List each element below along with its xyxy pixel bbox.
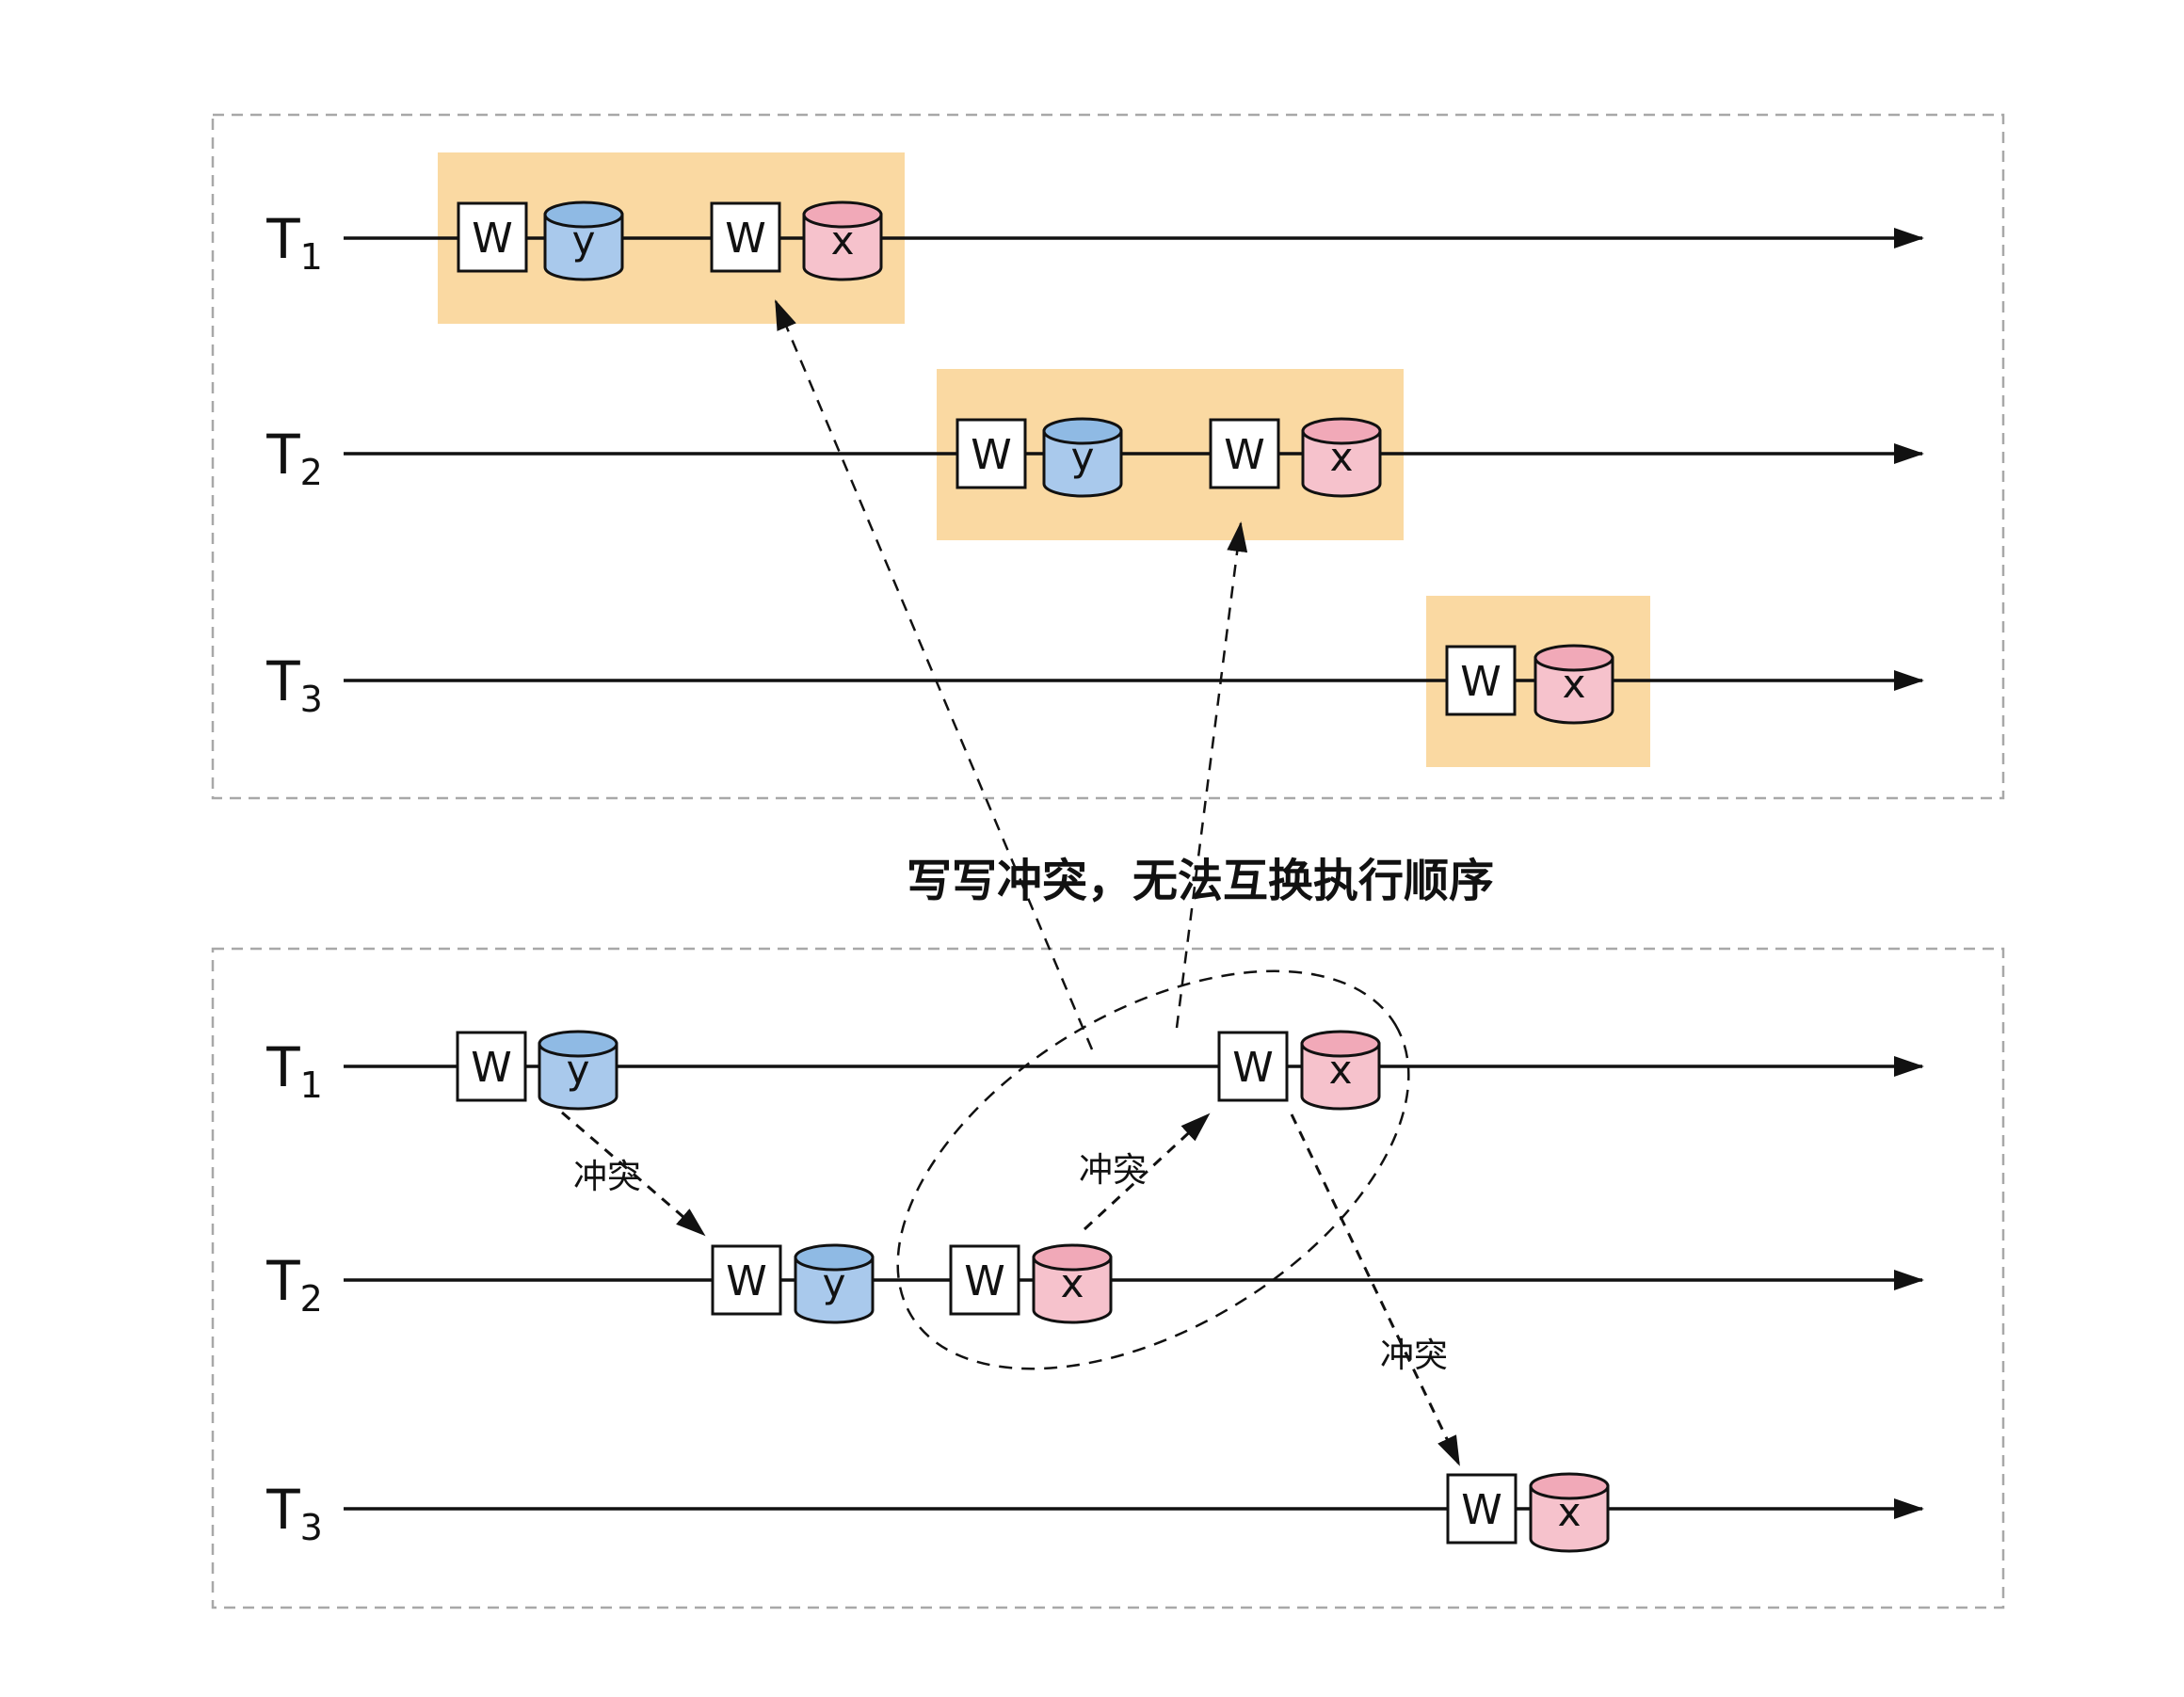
conflict-label-2: 冲突 — [1079, 1151, 1147, 1190]
bottom-t1-write-x-label: W — [1232, 1044, 1274, 1092]
top-t2-write-y-box: W — [956, 418, 1027, 489]
bottom-t2-data-y-cylinder: y — [794, 1243, 875, 1324]
cylinder-body — [543, 213, 624, 281]
top-t1-write-y-box: W — [457, 201, 528, 273]
bottom-t1-write-y-label: W — [471, 1044, 512, 1092]
top-t2-write-x-box: W — [1209, 418, 1280, 489]
bottom-t1-timeline-label: T1 — [265, 1035, 323, 1106]
bottom-t2-timeline-label: T2 — [265, 1249, 323, 1320]
bottom-t2-data-x-cylinder: x — [1032, 1243, 1113, 1324]
top-t1-write-x-label: W — [725, 215, 766, 263]
bottom-t2-write-y-label: W — [726, 1257, 767, 1305]
conflict-label-3: 冲突 — [1380, 1337, 1448, 1375]
conflict-group-ellipse — [896, 969, 1410, 1370]
conflict-arrow-t1y-to-t2y — [561, 1111, 706, 1237]
top-t1-timeline-label: T1 — [265, 207, 323, 278]
conflict-arrow-t2x-to-t1x — [1083, 1113, 1211, 1231]
bottom-t3-write-x-box: W — [1446, 1473, 1518, 1545]
cylinder-top — [1301, 417, 1382, 445]
top-t2-write-x-label: W — [1224, 431, 1265, 479]
cylinder-top — [1032, 1243, 1113, 1272]
bottom-t1-write-y-box: W — [456, 1031, 527, 1102]
bottom-t1-data-y-label: y — [567, 1047, 590, 1093]
cylinder-top — [1529, 1472, 1610, 1500]
cylinder-top — [543, 200, 624, 229]
top-t3-write-x-label: W — [1460, 658, 1502, 706]
top-t2-data-x-cylinder: x — [1301, 417, 1382, 498]
bottom-t1-data-x-cylinder: x — [1300, 1030, 1381, 1111]
cylinder-body — [1300, 1042, 1381, 1111]
top-t3-data-x-cylinder: x — [1534, 644, 1614, 725]
cylinder-top — [1300, 1030, 1381, 1058]
bottom-t2-data-y-label: y — [823, 1260, 846, 1306]
cylinder-body — [802, 213, 883, 281]
bottom-t2-write-x-label: W — [964, 1257, 1005, 1305]
cylinder-body — [1301, 429, 1382, 498]
conflict-label-1: 冲突 — [573, 1158, 641, 1196]
bottom-t1-data-y-cylinder: y — [538, 1030, 618, 1111]
top-t3-data-x-label: x — [1563, 661, 1586, 707]
bottom-t3-data-x-cylinder: x — [1529, 1472, 1610, 1553]
cylinder-top — [1042, 417, 1123, 445]
top-t3-write-x-box: W — [1445, 645, 1517, 716]
cylinder-body — [1032, 1256, 1113, 1324]
bottom-t1-write-x-box: W — [1217, 1031, 1289, 1102]
cylinder-body — [1042, 429, 1123, 498]
top-t1-data-y-cylinder: y — [543, 200, 624, 281]
top-t2-data-y-label: y — [1071, 434, 1095, 480]
bottom-t2-data-x-label: x — [1061, 1260, 1084, 1306]
cylinder-top — [538, 1030, 618, 1058]
top-t2-data-x-label: x — [1330, 434, 1354, 480]
cylinder-top — [802, 200, 883, 229]
top-t1-data-x-label: x — [831, 217, 855, 264]
bottom-t2-write-x-box: W — [949, 1244, 1020, 1316]
top-t2-timeline-label: T2 — [265, 423, 323, 493]
top-t1-write-x-box: W — [710, 201, 781, 273]
cylinder-body — [794, 1256, 875, 1324]
cylinder-top — [794, 1243, 875, 1272]
cylinder-body — [538, 1042, 618, 1111]
bottom-t1-data-x-label: x — [1329, 1047, 1353, 1093]
cylinder-top — [1534, 644, 1614, 672]
top-t2-data-y-cylinder: y — [1042, 417, 1123, 498]
top-t1-write-y-label: W — [472, 215, 513, 263]
bottom-t3-timeline-label: T3 — [265, 1478, 323, 1548]
bottom-t3-data-x-label: x — [1558, 1489, 1582, 1535]
caption-text: 写写冲突，无法互换执行顺序 — [907, 855, 1494, 907]
top-t1-data-x-cylinder: x — [802, 200, 883, 281]
conflict-arrow-t1x-to-t3x — [1290, 1113, 1461, 1466]
bottom-panel-border — [211, 947, 2005, 1609]
cylinder-body — [1529, 1484, 1610, 1553]
reference-arrow-to-top-t2-write-x — [1175, 521, 1248, 1029]
bottom-t2-write-y-box: W — [711, 1244, 782, 1316]
top-t2-write-y-label: W — [971, 431, 1012, 479]
reference-arrow-to-top-t1-write-x — [774, 299, 1094, 1050]
top-t1-data-y-label: y — [572, 217, 596, 264]
cylinder-body — [1534, 656, 1614, 725]
top-panel-border — [211, 113, 2005, 800]
top-t3-timeline-label: T3 — [265, 649, 323, 720]
bottom-t3-write-x-label: W — [1461, 1486, 1502, 1534]
